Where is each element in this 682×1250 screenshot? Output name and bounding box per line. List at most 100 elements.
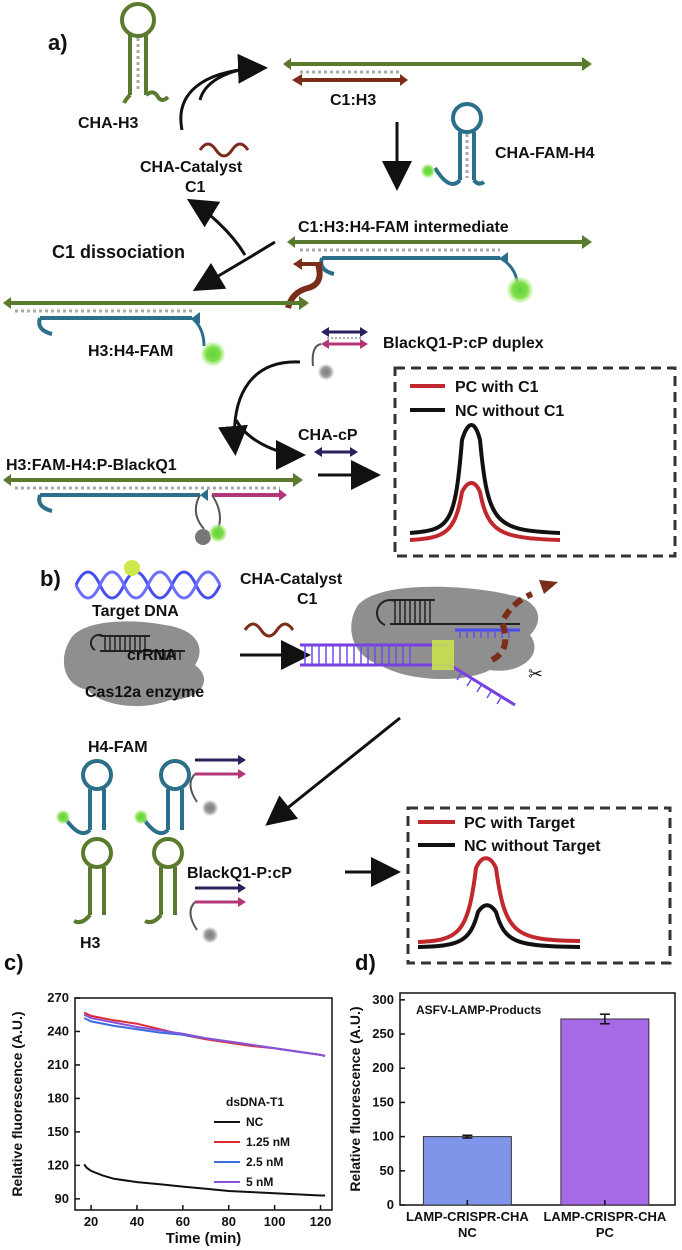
label-cha-cp: CHA-cP <box>298 427 358 444</box>
legend-nc-b: NC without Target <box>464 838 601 855</box>
label-c1-dissociation: C1 dissociation <box>52 242 185 262</box>
legend-label-c: NC <box>246 1115 264 1129</box>
category-label-d: LAMP-CRISPR-CHA <box>543 1209 666 1224</box>
ytick-label-d: 300 <box>372 992 394 1007</box>
pam-site <box>432 640 454 670</box>
fam-dot-b1 <box>56 810 70 824</box>
arrow-duplex-to-complex <box>218 360 301 456</box>
ytick-label-d: 50 <box>380 1163 394 1178</box>
h3-fam-h4-p-blackq1-complex <box>3 473 303 530</box>
fam-fluorophore-intermediate <box>507 277 533 303</box>
fam-dot <box>209 524 227 542</box>
ytick-label-d: 0 <box>387 1197 394 1212</box>
curve-nc-a <box>409 423 561 535</box>
label-h4-fam: H4-FAM <box>88 739 148 756</box>
ytick-label-c: 240 <box>47 1023 69 1038</box>
bar <box>422 1136 512 1206</box>
cas12a-enzyme <box>63 621 205 707</box>
c1-h3-duplex <box>283 57 592 86</box>
quencher-dot <box>195 529 211 545</box>
label-cas12a: Cas12a enzyme <box>85 684 204 701</box>
series-line <box>83 1163 326 1197</box>
label-intermediate: C1:H3:H4-FAM intermediate <box>298 219 509 236</box>
quencher-b1 <box>202 800 218 816</box>
legend-pc-b: PC with Target <box>464 815 575 832</box>
activated-crrna-pairs <box>394 600 431 624</box>
arrow-to-probes <box>265 716 401 826</box>
activated-crrna <box>376 599 520 626</box>
cha-fam-h4-hairpin <box>433 102 486 186</box>
label-cha-h3: CHA-H3 <box>78 115 139 132</box>
fam-dot-b2 <box>134 810 148 824</box>
legend-title-c: dsDNA-T1 <box>226 1095 284 1109</box>
target-site <box>124 560 140 576</box>
blackq1-p-cp-duplex <box>311 327 368 367</box>
legend-pc-a: PC with C1 <box>455 379 539 396</box>
legend-nc-a: NC without C1 <box>455 403 564 420</box>
ytick-label-c: 180 <box>47 1090 69 1105</box>
arrow-h3-to-c1h3 <box>179 53 268 131</box>
label-target-dna: Target DNA <box>92 603 179 620</box>
h3-h4-fam-duplex <box>3 296 309 347</box>
quencher-b2 <box>202 927 218 943</box>
arrow-c1-release <box>186 198 247 256</box>
label-c1-h3: C1:H3 <box>330 92 376 109</box>
crrna-pairs <box>104 636 181 660</box>
fam-fluorophore <box>421 164 435 178</box>
label-blackq1-p-cp: BlackQ1-P:cP <box>187 865 292 882</box>
h3-hairpins <box>73 837 184 925</box>
cha-cp-strand <box>314 447 358 457</box>
xtick-label-c: 40 <box>130 1214 144 1229</box>
ytick-label-d: 250 <box>372 1026 394 1041</box>
activated-cas12a <box>351 586 539 680</box>
panel-label-c: c) <box>4 950 24 975</box>
blackq1-probes-b <box>189 755 246 931</box>
label-catalyst-line2: C1 <box>185 179 206 196</box>
label-b-catalyst-line1: CHA-Catalyst <box>240 571 343 588</box>
result-box-a <box>393 366 677 558</box>
label-h3-h4-fam: H3:H4-FAM <box>88 343 173 360</box>
ytick-label-d: 150 <box>372 1094 394 1109</box>
ytick-label-c: 90 <box>55 1191 69 1206</box>
h4-fam-hairpins <box>63 759 191 835</box>
blackq1-quencher <box>318 364 334 380</box>
arrow-release-cp <box>234 419 306 470</box>
ylabel-c: Relative fluorescence (A.U.) <box>9 1011 25 1196</box>
label-b-catalyst-line2: C1 <box>297 591 318 608</box>
ytick-label-d: 100 <box>372 1129 394 1144</box>
curve-nc-b <box>417 903 581 949</box>
xlabel-c: Time (min) <box>166 1230 242 1247</box>
catalyst-c1-strand-b <box>243 622 295 638</box>
result-box-b <box>406 806 672 965</box>
label-h3-fam-h4-p-blackq1: H3:FAM-H4:P-BlackQ1 <box>6 457 177 474</box>
target-dna-helix <box>74 570 222 600</box>
ylabel-d: Relative fluorescence (A.U.) <box>347 1006 363 1191</box>
xtick-label-c: 120 <box>310 1214 332 1229</box>
panel-label-d: d) <box>355 950 376 975</box>
ytick-label-d: 200 <box>372 1060 394 1075</box>
panel-label-b: b) <box>40 566 61 591</box>
xtick-label-c: 80 <box>222 1214 236 1229</box>
legend-label-c: 2.5 nM <box>246 1155 283 1169</box>
xtick-label-c: 20 <box>84 1214 98 1229</box>
curve-pc-b <box>417 856 581 944</box>
target-bound-pairs <box>304 630 510 705</box>
title-d: ASFV-LAMP-Products <box>416 1003 542 1017</box>
scissors-icon: ✂ <box>528 664 543 684</box>
label-catalyst-line1: CHA-Catalyst <box>140 159 243 176</box>
arrow-dissociation <box>192 240 276 292</box>
plot-frame-c <box>74 997 333 1211</box>
catalyst-c1-strand <box>198 142 250 158</box>
legend-label-c: 5 nM <box>246 1175 273 1189</box>
ytick-label-c: 270 <box>47 990 69 1005</box>
ytick-label-c: 210 <box>47 1057 69 1072</box>
intermediate-complex <box>285 235 592 309</box>
ytick-label-c: 150 <box>47 1124 69 1139</box>
category-sublabel-d: NC <box>458 1225 477 1240</box>
xtick-label-c: 60 <box>176 1214 190 1229</box>
label-crrna: crRNA <box>127 647 177 664</box>
label-h3: H3 <box>80 935 101 952</box>
